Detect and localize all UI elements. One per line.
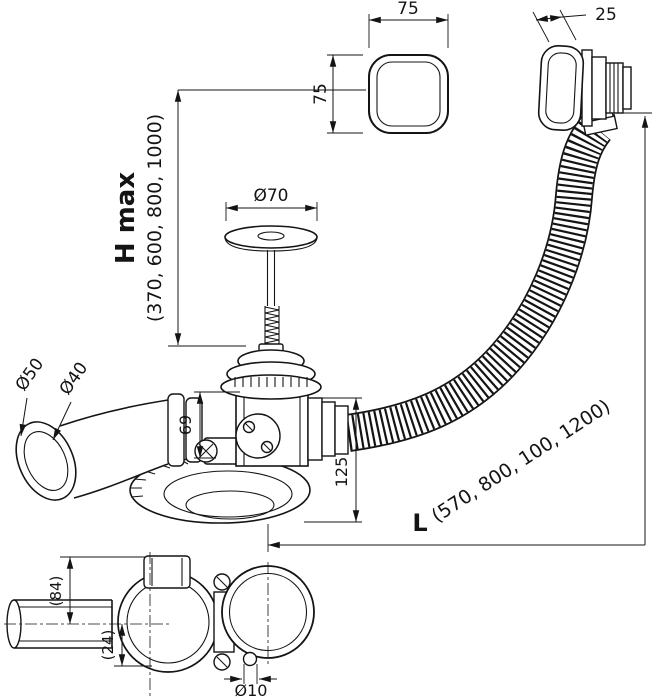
dim-label-h-max: H max xyxy=(111,172,141,264)
bottom-pipe-wall xyxy=(16,606,112,642)
cap-face-inner xyxy=(545,52,577,124)
knurl-ticks xyxy=(234,377,308,387)
dim-hole-diameter: Ø10 xyxy=(224,664,277,700)
hose-union-nut-1 xyxy=(307,397,323,461)
plug-cap-rim xyxy=(224,236,318,252)
cap-body xyxy=(591,56,607,120)
drain-body-assembly xyxy=(15,391,349,524)
flange-serration xyxy=(130,457,209,498)
dim-label-h-max-values: (370, 600, 800, 1000) xyxy=(144,114,166,322)
dim-label-outlet-inner: Ø40 xyxy=(56,359,92,399)
plug-cap-hub xyxy=(257,231,285,241)
elbow-bottom-edge xyxy=(73,463,169,499)
elbow-top-edge xyxy=(59,399,169,427)
dim-label-body-height: 69 xyxy=(176,415,195,435)
knob-outline xyxy=(368,54,449,134)
dim-knob-width: 75 xyxy=(368,0,449,48)
dim-label-drop-height: 125 xyxy=(332,457,351,488)
dim-label-length: L xyxy=(412,509,427,537)
bottom-view xyxy=(4,552,315,696)
dim-drop-height: 125 xyxy=(304,397,362,523)
waste-flange xyxy=(220,374,322,400)
dim-cap-depth: 25 xyxy=(532,5,617,43)
flange-outlet-rim xyxy=(185,490,275,520)
cap-face xyxy=(537,45,585,131)
dim-label-outlet-outer: Ø50 xyxy=(12,355,48,395)
dim-label-cap-depth: 25 xyxy=(595,5,617,25)
hose-union-nut-3 xyxy=(334,405,349,455)
rosette-screw-2-slot xyxy=(262,442,272,452)
rosette-screw-1-slot xyxy=(244,422,254,432)
drain-hole xyxy=(242,651,258,667)
waste-plug-assembly xyxy=(220,225,322,400)
bottom-stub xyxy=(143,555,191,589)
dim-label-bottom-height: (84) xyxy=(47,576,65,607)
turn-knob xyxy=(368,54,449,134)
cap-end xyxy=(622,66,632,110)
dim-label-bottom-offset: (24) xyxy=(99,630,117,661)
plug-cap xyxy=(224,225,318,249)
dim-body-height: 69 xyxy=(176,391,240,459)
hose-union-nut-2 xyxy=(321,401,336,457)
dim-label-knob-width: 75 xyxy=(397,0,419,19)
dim-bottom-height: (84) xyxy=(47,556,146,624)
dim-knob-height: 75 xyxy=(311,54,363,134)
overflow-cap xyxy=(537,45,632,137)
flange-inner-rim xyxy=(163,470,293,518)
cap-thread-lines xyxy=(609,63,619,113)
control-rosette xyxy=(235,413,281,459)
dim-label-knob-height: 75 xyxy=(311,83,331,105)
knob-inner xyxy=(376,61,441,127)
clamp-screw-bottom-slot xyxy=(216,656,228,668)
elbow-outlet-inner xyxy=(23,431,69,491)
elbow-collar-outer xyxy=(167,393,185,467)
dim-bottom-offset: (24) xyxy=(99,624,152,667)
dim-label-plug-diameter: Ø70 xyxy=(253,186,288,206)
elbow-outlet-outer xyxy=(15,421,77,501)
dim-label-hole-diameter: Ø10 xyxy=(235,681,268,700)
flexible-hose xyxy=(345,116,612,452)
dim-plug-diameter: Ø70 xyxy=(225,186,318,221)
threaded-rod xyxy=(264,306,280,347)
clamp-screw-top-slot xyxy=(216,576,228,588)
dim-h-max: H max (370, 600, 800, 1000) xyxy=(111,89,366,347)
plug-stem xyxy=(266,250,276,306)
bottom-stub-lines xyxy=(151,558,183,586)
hose-ribs xyxy=(345,117,610,451)
